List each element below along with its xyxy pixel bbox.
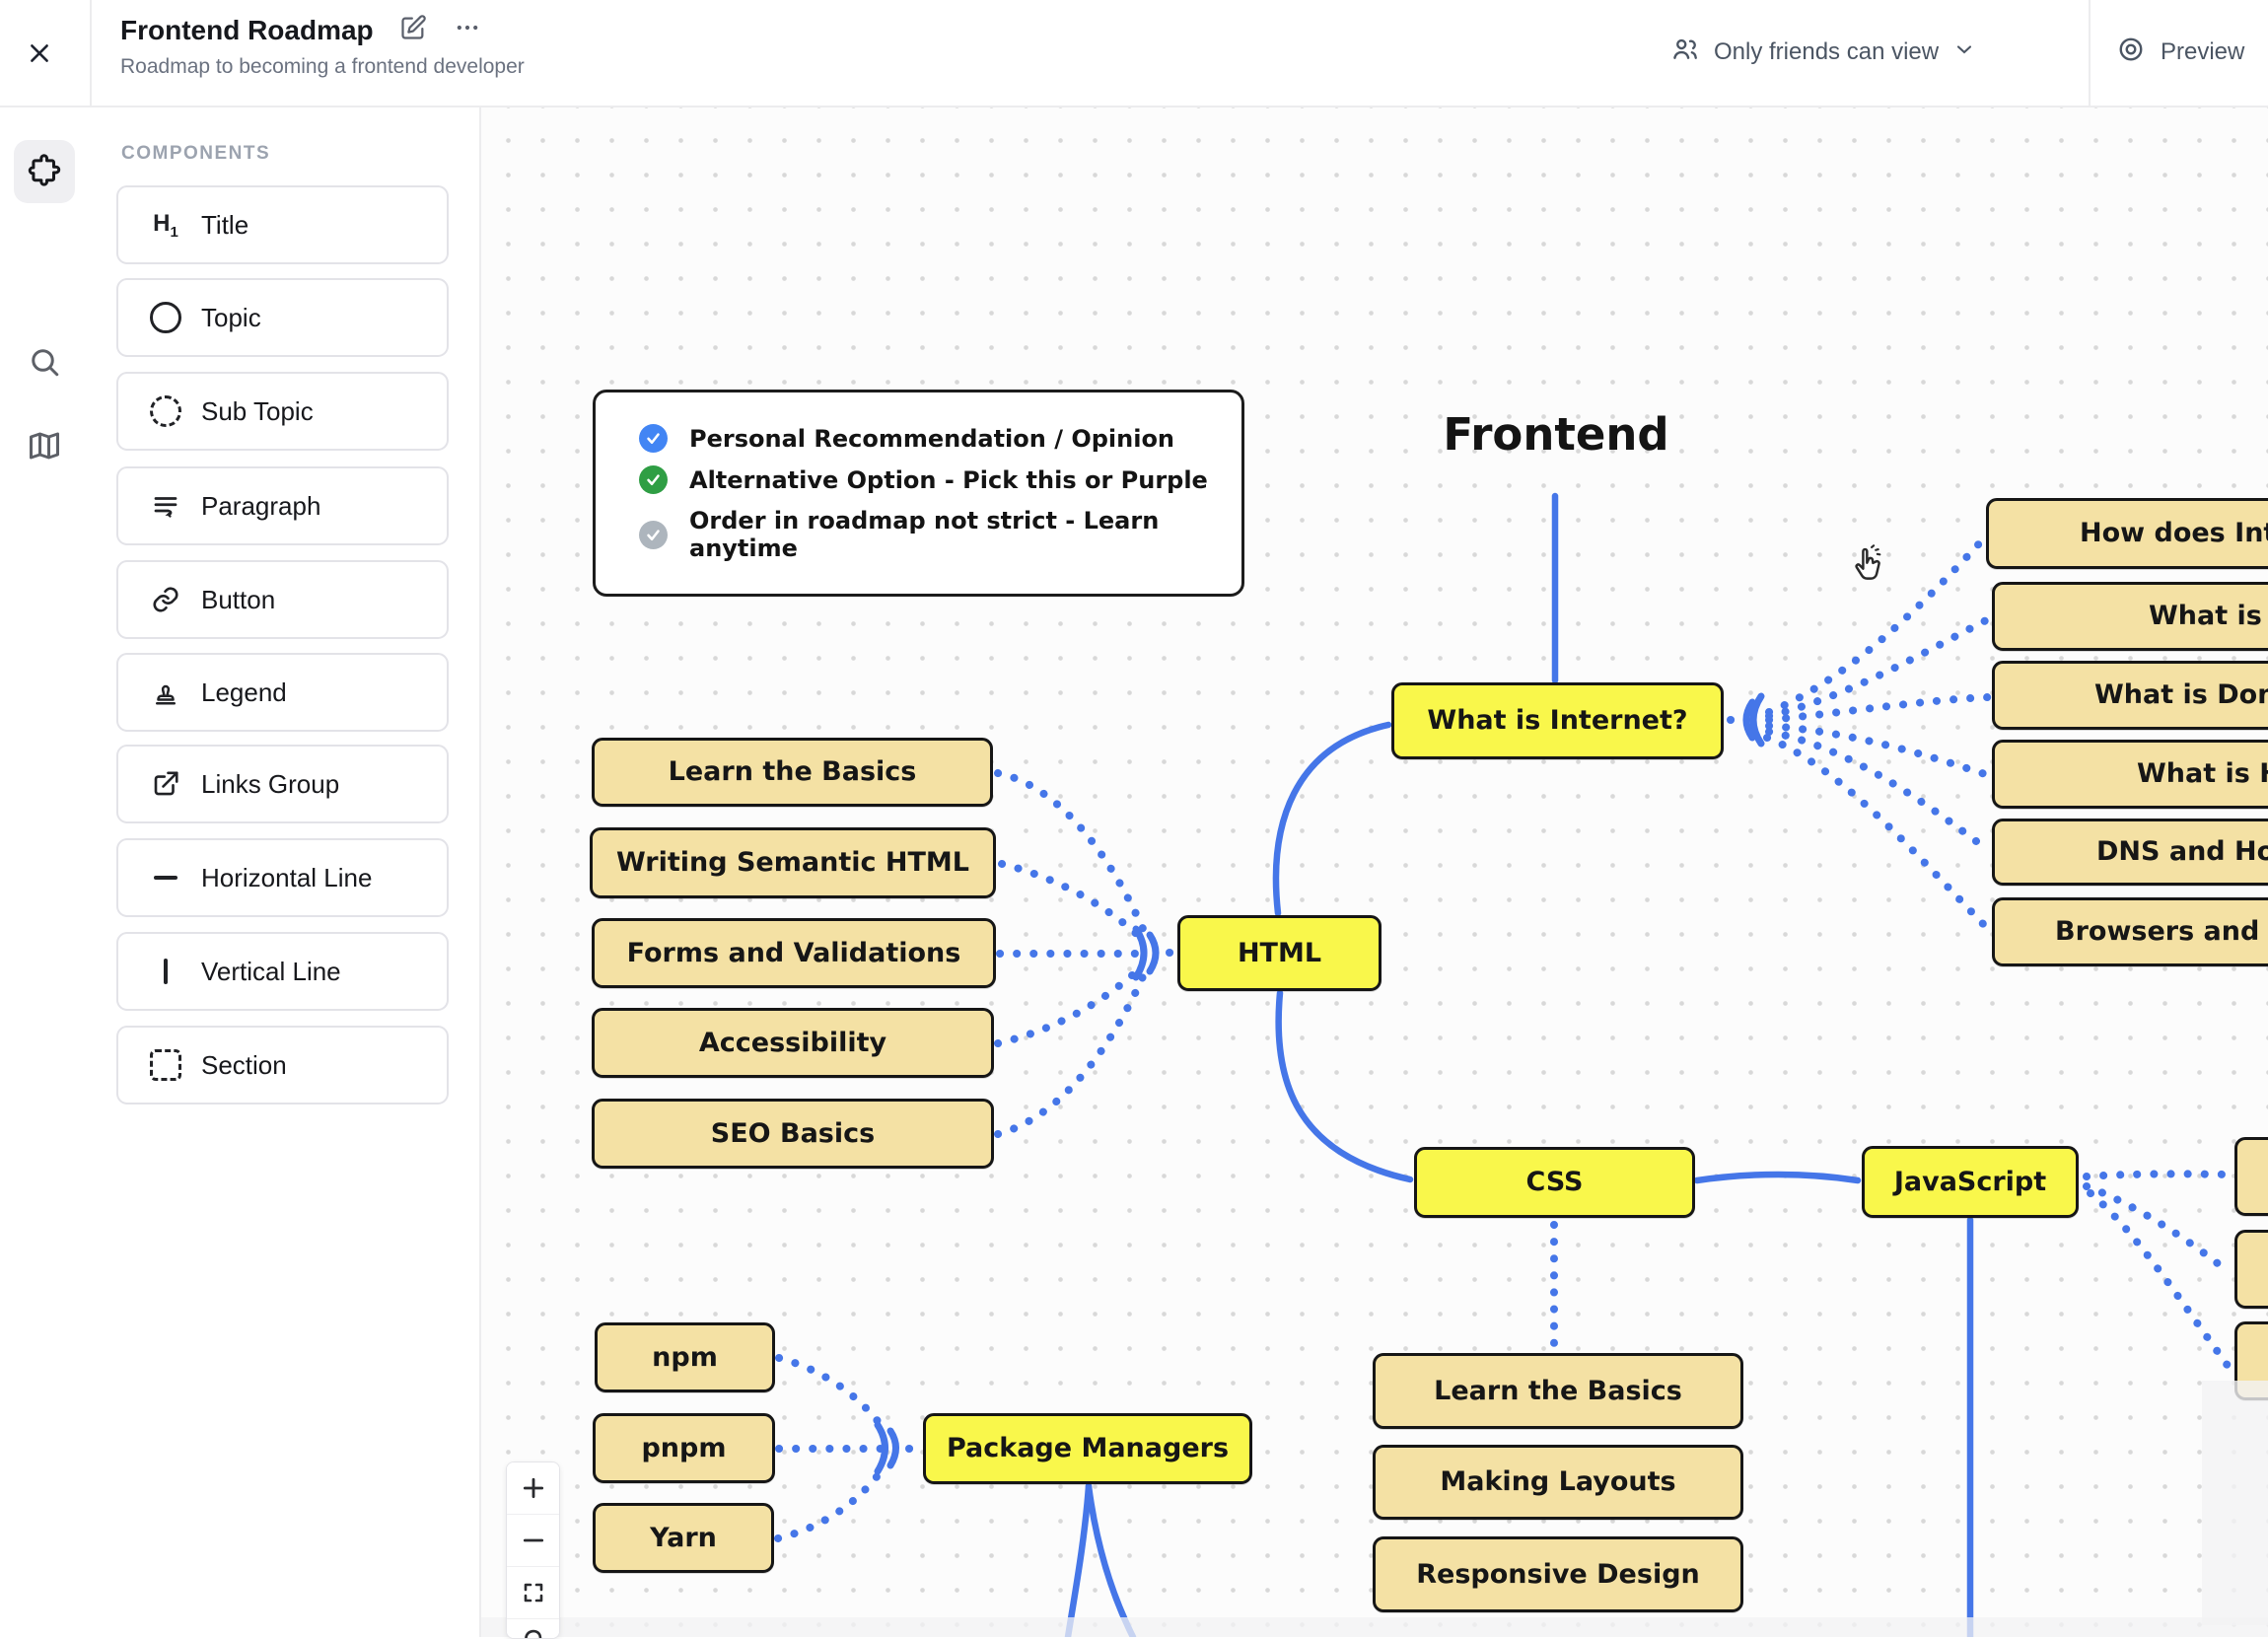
node-dns-and-how[interactable]: DNS and How [1992, 819, 2268, 886]
preview-label: Preview [2161, 38, 2245, 65]
legend-row: Alternative Option - Pick this or Purple [639, 465, 1241, 494]
header: Frontend Roadmap Roadmap to becoming a f… [0, 0, 2268, 107]
vertical-line-icon [144, 959, 187, 984]
check-circle-icon [639, 465, 668, 494]
node-cut-box-2[interactable] [2234, 1230, 2268, 1309]
component-topic[interactable]: Topic [116, 278, 449, 357]
check-circle-icon [639, 520, 668, 549]
component-label: Sub Topic [201, 395, 314, 426]
circle-icon [144, 302, 187, 333]
node-what-is-h[interactable]: What is H [1992, 582, 2268, 651]
node-yarn[interactable]: Yarn [593, 1503, 774, 1573]
canvas-title[interactable]: Frontend [1443, 408, 1669, 461]
node-forms-validations[interactable]: Forms and Validations [592, 918, 996, 988]
legend-row: Personal Recommendation / Opinion [639, 424, 1241, 453]
node-accessibility[interactable]: Accessibility [592, 1008, 994, 1078]
component-horizontal-line[interactable]: Horizontal Line [116, 838, 449, 917]
close-icon[interactable] [20, 34, 59, 73]
node-learn-basics-css[interactable]: Learn the Basics [1373, 1353, 1743, 1429]
component-title[interactable]: H1 Title [116, 185, 449, 264]
node-pnpm[interactable]: pnpm [593, 1413, 775, 1483]
node-what-is-ho[interactable]: What is Ho [1992, 740, 2268, 809]
header-divider [90, 0, 92, 106]
legend-row: Order in roadmap not strict - Learn anyt… [639, 507, 1241, 562]
paragraph-icon [144, 491, 187, 521]
legend-label: Personal Recommendation / Opinion [689, 424, 1175, 453]
page-title: Frontend Roadmap [120, 14, 374, 45]
node-javascript[interactable]: JavaScript [1862, 1146, 2079, 1218]
node-making-layouts[interactable]: Making Layouts [1373, 1445, 1743, 1520]
chevron-down-icon [1952, 37, 1976, 68]
component-links-group[interactable]: Links Group [116, 745, 449, 823]
visibility-dropdown[interactable]: Only friends can view [1670, 28, 1976, 77]
component-section[interactable]: Section [116, 1026, 449, 1105]
legend-label: Alternative Option - Pick this or Purple [689, 465, 1208, 494]
node-learn-basics-html[interactable]: Learn the Basics [592, 738, 993, 807]
search-icon[interactable] [14, 330, 75, 393]
reset-view-icon[interactable] [507, 1619, 559, 1638]
node-npm[interactable]: npm [595, 1322, 775, 1392]
check-circle-icon [639, 424, 668, 453]
zoom-in-icon[interactable] [507, 1462, 559, 1515]
zoom-out-icon[interactable] [507, 1515, 559, 1567]
node-what-is-internet[interactable]: What is Internet? [1391, 682, 1724, 759]
node-writing-semantic-html[interactable]: Writing Semantic HTML [590, 827, 996, 898]
component-label: Paragraph [201, 490, 321, 521]
component-label: Horizontal Line [201, 862, 373, 892]
node-cut-box-1[interactable] [2234, 1137, 2268, 1216]
component-button[interactable]: Button [116, 560, 449, 639]
component-legend[interactable]: Legend [116, 653, 449, 732]
component-label: Topic [201, 302, 261, 332]
component-paragraph[interactable]: Paragraph [116, 466, 449, 545]
node-seo-basics[interactable]: SEO Basics [592, 1099, 994, 1169]
legend-label: Order in roadmap not strict - Learn anyt… [689, 507, 1160, 562]
friends-icon [1670, 35, 1700, 71]
components-heading: COMPONENTS [121, 143, 271, 164]
component-vertical-line[interactable]: Vertical Line [116, 932, 449, 1011]
preview-button[interactable]: Preview [2116, 28, 2244, 77]
component-label: Links Group [201, 768, 340, 799]
node-what-is-doma[interactable]: What is Doma [1992, 661, 2268, 730]
header-divider [2089, 0, 2091, 106]
more-options-icon[interactable] [454, 14, 481, 46]
node-package-managers[interactable]: Package Managers [923, 1413, 1252, 1484]
puzzle-icon[interactable] [14, 140, 75, 203]
component-label: Section [201, 1049, 287, 1080]
edit-title-icon[interactable] [399, 14, 427, 46]
left-rail [0, 106, 93, 1637]
zoom-controls [506, 1461, 560, 1639]
map-icon[interactable] [14, 414, 75, 477]
component-label: Button [201, 584, 276, 614]
node-responsive-design[interactable]: Responsive Design [1373, 1536, 1743, 1612]
section-icon [144, 1049, 187, 1081]
node-html[interactable]: HTML [1177, 915, 1382, 991]
link-icon [144, 585, 187, 614]
canvas-shade [2202, 1381, 2268, 1625]
component-label: Vertical Line [201, 956, 341, 986]
dashed-circle-icon [144, 395, 187, 427]
page-subtitle: Roadmap to becoming a frontend developer [120, 55, 525, 78]
external-link-icon [144, 769, 187, 799]
h1-icon: H1 [153, 209, 178, 241]
node-browsers-and-ho[interactable]: Browsers and Ho [1992, 897, 2268, 966]
title-block: Frontend Roadmap Roadmap to becoming a f… [120, 14, 525, 79]
node-css[interactable]: CSS [1414, 1147, 1695, 1218]
component-sub-topic[interactable]: Sub Topic [116, 372, 449, 451]
horizontal-line-icon [144, 876, 187, 880]
component-label: Legend [201, 677, 287, 707]
window-edge [479, 1617, 2268, 1637]
fullscreen-icon[interactable] [507, 1567, 559, 1619]
eye-icon [2116, 35, 2146, 71]
component-label: Title [201, 209, 249, 240]
visibility-label: Only friends can view [1714, 38, 1940, 65]
stamp-icon [144, 677, 187, 707]
node-how-does-inte[interactable]: How does Inte [1986, 498, 2268, 569]
